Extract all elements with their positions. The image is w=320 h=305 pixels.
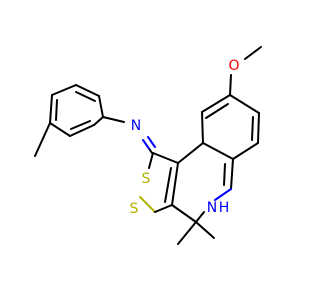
bond xyxy=(75,84,100,97)
bond xyxy=(171,204,197,223)
bond xyxy=(205,103,229,119)
bond xyxy=(75,91,96,102)
amine-nitrogen-label: N xyxy=(207,200,217,216)
bond xyxy=(223,163,226,186)
bond xyxy=(49,122,71,137)
bond xyxy=(93,116,104,126)
bond xyxy=(164,167,172,203)
bond xyxy=(195,211,205,223)
bond xyxy=(139,196,156,213)
sulfur-top-label: S xyxy=(142,171,151,187)
bond xyxy=(171,162,179,206)
tolyl-ring xyxy=(34,84,104,157)
bond xyxy=(229,94,260,114)
bond xyxy=(202,142,234,160)
methoxybenzene-ring xyxy=(201,46,262,160)
dihydroquinoline-ring xyxy=(171,142,234,245)
bond xyxy=(257,112,260,144)
bond xyxy=(102,116,125,123)
atom-labels: O N S S N H xyxy=(130,58,240,217)
bond xyxy=(230,158,234,190)
methyl-bond xyxy=(177,221,197,245)
bond xyxy=(154,204,173,213)
bond xyxy=(244,46,262,60)
bond xyxy=(201,94,231,113)
bond xyxy=(49,94,53,124)
amine-hydrogen-label: H xyxy=(219,200,230,216)
imine-nitrogen-label: N xyxy=(131,118,141,134)
bond xyxy=(51,84,77,96)
bond xyxy=(177,142,204,164)
structure-canvas: O N S S N H xyxy=(34,46,262,245)
bond xyxy=(201,111,204,144)
bond xyxy=(232,142,259,160)
bond xyxy=(251,116,254,141)
bond xyxy=(55,99,58,121)
dithiole-ring xyxy=(139,152,179,213)
bond xyxy=(148,152,154,169)
bond xyxy=(70,120,91,130)
bond xyxy=(98,95,104,118)
bond xyxy=(142,139,151,151)
bond xyxy=(147,136,156,148)
imine-linkage xyxy=(102,116,156,154)
bond xyxy=(214,188,232,201)
oxygen-label: O xyxy=(228,58,239,74)
molecule-drawing: O N S S N H xyxy=(34,46,262,245)
bond xyxy=(149,149,153,154)
bond xyxy=(69,124,95,137)
sulfur-bottom-label: S xyxy=(130,201,139,217)
bond xyxy=(229,74,232,96)
bond xyxy=(152,152,179,164)
methyl-bond xyxy=(34,122,51,157)
methyl-bond xyxy=(195,221,215,239)
